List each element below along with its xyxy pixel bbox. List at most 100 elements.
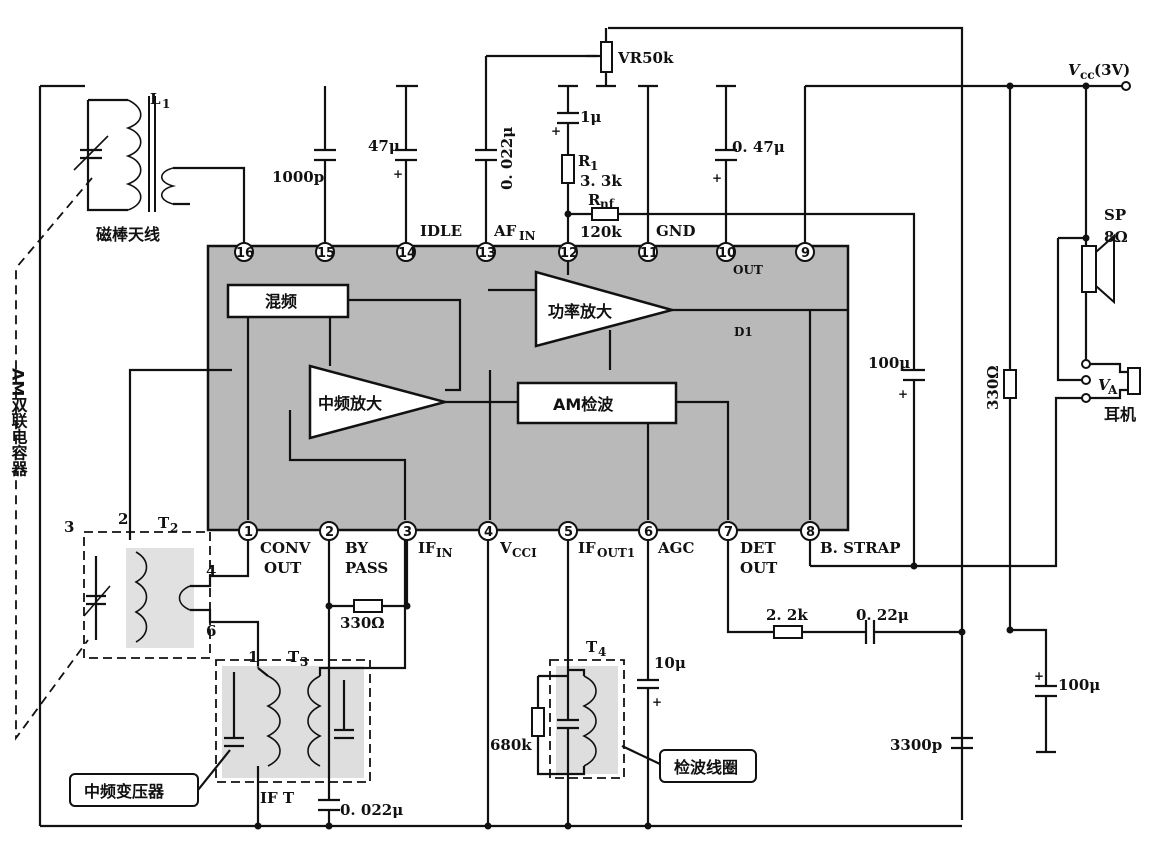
va-symbol: V (1098, 376, 1111, 394)
t2-pin-2: 2 (118, 510, 128, 528)
pin-5-label: IF (578, 539, 596, 557)
c12-value: 1μ (580, 108, 601, 126)
mixer-block: 混频 (226, 283, 350, 319)
capacitor-1000p: 1000p (272, 86, 336, 243)
mixer-label: 混频 (265, 292, 297, 311)
pin-15-number: 15 (317, 246, 335, 261)
pin-10-number: 10 (718, 246, 736, 261)
pin-1-label-line1: CONV (260, 539, 311, 557)
pin-7: 7 (718, 521, 738, 541)
pin-3-label: IF (418, 539, 436, 557)
am-detector-block: AM检波 (516, 381, 678, 425)
capacitor-3300p: 3300p (890, 736, 973, 754)
t2-pin-3: 3 (64, 518, 74, 536)
if-t-label: IF T (260, 789, 295, 807)
pin-12: 12 (558, 242, 578, 262)
c14-value: 47μ (368, 137, 400, 155)
earphone-label: 耳机 (1104, 405, 1136, 424)
internal-out-label: OUT (733, 263, 763, 277)
resistor-330-right: 330Ω (984, 365, 1017, 630)
ic-internal-wiring: D1 OUT (246, 262, 848, 520)
pin-9: 9 (795, 242, 815, 262)
capacitor-47u: 47μ + (368, 84, 418, 243)
r1-name: R (578, 152, 591, 170)
pin-2-number: 2 (325, 525, 334, 540)
t4-detector-coil: T 4 680k (490, 540, 625, 779)
capacitor-100u-supply: 100μ + (1010, 628, 1100, 754)
c3300p-value: 3300p (890, 736, 942, 754)
detector-coil-tag-text: 检波线圈 (674, 758, 738, 777)
pin-7-label-line1: DET (740, 539, 776, 557)
am-detector-label: AM检波 (553, 395, 614, 414)
pin-13-label: AF (493, 222, 517, 240)
pin-3-sub: IN (436, 546, 453, 560)
pin-10: 10 (716, 242, 736, 262)
l1-sub: 1 (162, 97, 170, 111)
supply-wiring (38, 26, 1131, 828)
pin-2-label-line2: PASS (345, 559, 388, 577)
pin-4-sub: CCI (512, 546, 537, 560)
if-amp-label: 中频放大 (318, 394, 382, 413)
pin-6-label: AGC (657, 539, 694, 557)
c-bypass-value: 0. 022μ (340, 801, 403, 819)
antenna-label: 磁棒天线 (96, 225, 160, 244)
pin-8-number: 8 (806, 525, 815, 540)
pin-12-number: 12 (560, 246, 578, 261)
capacitor-047u: 0. 47μ + (712, 84, 785, 243)
pin12-network: 1μ + R 1 3. 3k R nf 120k (551, 84, 916, 370)
pin-11-number: 11 (640, 246, 658, 261)
pin-3: 3 (397, 521, 417, 541)
capacitor-10u-agc: 10μ + (637, 540, 686, 826)
pin-14-label: IDLE (420, 222, 462, 240)
if-transformer-tag: 中频变压器 (69, 749, 231, 807)
pin-1: 1 (238, 521, 258, 541)
cboot-plus: + (898, 387, 908, 401)
va-sub: A (1107, 383, 1118, 397)
vcc-symbol: V (1068, 61, 1081, 79)
r-bypass-value: 330Ω (340, 614, 385, 632)
t2-name: T (158, 514, 170, 532)
pin-2-label-line1: BY (345, 539, 368, 557)
rnf-value: 120k (580, 223, 622, 241)
t4-name: T (586, 638, 598, 656)
internal-d1-label: D1 (734, 325, 753, 339)
pin-2: 2 (319, 521, 339, 541)
pin11-ground (638, 84, 658, 243)
r-det-value: 2. 2k (766, 606, 808, 624)
vcc-value: (3V) (1094, 61, 1130, 79)
c14-plus: + (393, 167, 403, 181)
r1-value: 3. 3k (580, 172, 622, 190)
pin-labels: CONV OUT BY PASS IF IN V CCI IF OUT1 AGC… (260, 222, 901, 577)
c15-value: 1000p (272, 168, 324, 186)
tuning-cap-label: AM双联电容器 (9, 368, 29, 477)
t2-pin-6: 6 (206, 622, 216, 640)
pin-4: 4 (478, 521, 498, 541)
ferrite-antenna: L 1 磁棒天线 (73, 90, 246, 244)
c-det-value: 0. 22μ (856, 606, 909, 624)
pin-5: 5 (558, 521, 578, 541)
t4-sub: 4 (598, 645, 606, 659)
if-amp-triangle: 中频放大 (308, 364, 450, 440)
rnf-sub: nf (600, 197, 615, 211)
det-out-network: 2. 2k 0. 22μ (726, 540, 962, 644)
pin-6-number: 6 (644, 525, 653, 540)
pin-13-sub: IN (519, 229, 536, 243)
t3-name: T (288, 648, 300, 666)
t2-pin-4: 4 (206, 562, 216, 580)
pin-14: 14 (396, 242, 416, 262)
pin-14-number: 14 (398, 246, 416, 261)
pin-7-label-line2: OUT (740, 559, 778, 577)
pin-15: 15 (315, 242, 335, 262)
if-transformer-tag-text: 中频变压器 (84, 782, 165, 801)
pin-5-number: 5 (564, 525, 573, 540)
c12-plus: + (551, 124, 561, 138)
pin-4-label: V (499, 539, 512, 557)
speaker: SP 8Ω (1056, 206, 1128, 382)
pin-16: 16 (234, 242, 254, 262)
csupply-plus: + (1034, 669, 1044, 683)
c10-value: 0. 47μ (732, 138, 785, 156)
l1-name: L (150, 90, 161, 108)
cboot-value: 100μ (868, 354, 910, 372)
pin-8-label: B. STRAP (820, 539, 901, 557)
